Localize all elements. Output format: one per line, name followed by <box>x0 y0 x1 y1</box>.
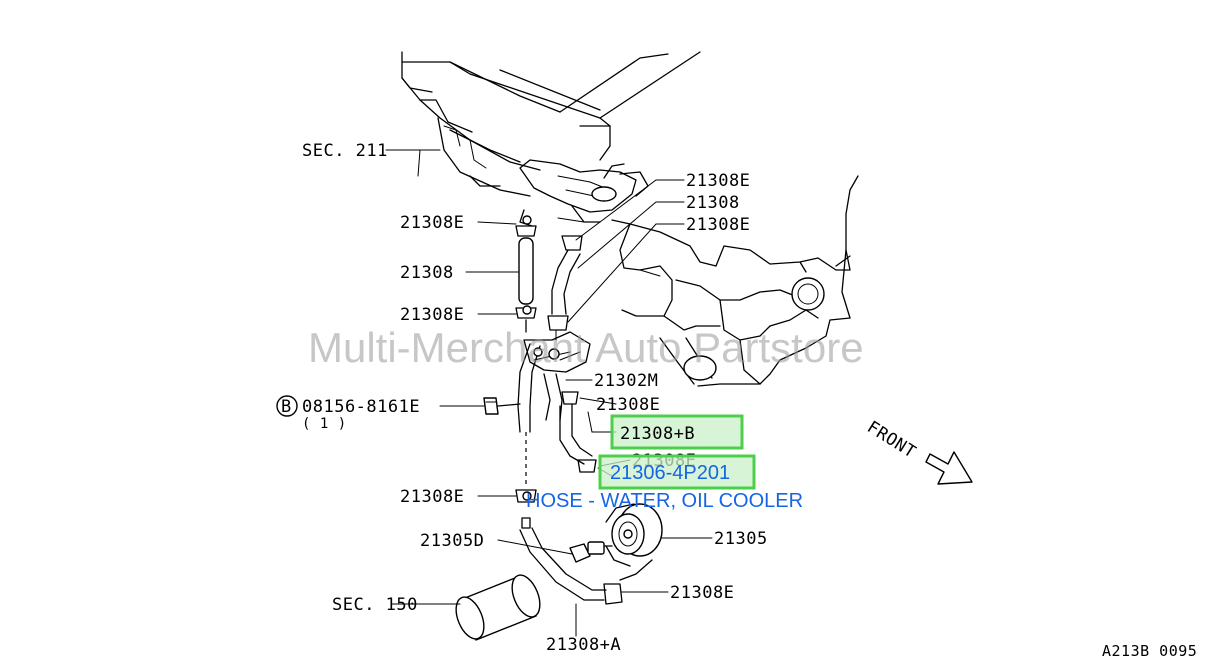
label-21308e-top-left[interactable]: 21308E <box>400 213 464 233</box>
watermark: Multi-Merchant Auto Partstore <box>308 324 864 371</box>
bolt-symbol: B ( 1 ) <box>276 395 347 432</box>
connector-21305d <box>569 541 613 563</box>
label-21305d[interactable]: 21305D <box>420 531 484 551</box>
label-21308e-bottom-right[interactable]: 21308E <box>670 583 734 603</box>
label-bolt[interactable]: 08156-8161E <box>302 397 420 417</box>
label-21308e-right-2[interactable]: 21308E <box>686 215 750 235</box>
part-labels: SEC. 211 21308E 21308 21308E 08156-8161E… <box>302 141 768 655</box>
hose-upper-right <box>547 235 583 341</box>
bolt-part <box>483 397 521 415</box>
front-arrow: FRONT <box>863 417 973 485</box>
highlight-description: HOSE - WATER, OIL COOLER <box>526 490 803 512</box>
coolant-bracket <box>517 331 591 433</box>
oil-cooler <box>605 503 663 567</box>
label-21308e-low-left[interactable]: 21308E <box>400 487 464 507</box>
label-21308e-top-right[interactable]: 21308E <box>686 171 750 191</box>
front-label: FRONT <box>863 417 919 462</box>
figure-code: A213B 0095 <box>1102 642 1197 660</box>
highlight-box-21306-4p201[interactable] <box>598 454 756 490</box>
label-21308e-right-3[interactable]: 21308E <box>596 395 660 415</box>
highlight-21308-b[interactable]: 21308+B <box>610 414 744 450</box>
engine-block-outline <box>401 51 701 197</box>
bolt-symbol-letter: B <box>281 397 292 417</box>
label-21308-hose-left[interactable]: 21308 <box>400 263 454 283</box>
bolt-quantity: ( 1 ) <box>302 416 347 432</box>
hose-upper-left <box>515 215 537 333</box>
hose-21308-a <box>515 489 653 605</box>
label-sec-150[interactable]: SEC. 150 <box>332 595 418 615</box>
label-21308e-mid-left[interactable]: 21308E <box>400 305 464 325</box>
label-sec-211[interactable]: SEC. 211 <box>302 141 388 161</box>
label-21305[interactable]: 21305 <box>714 529 768 549</box>
label-21302m[interactable]: 21302M <box>594 371 658 391</box>
highlight-part-number[interactable]: 21306-4P201 <box>610 462 730 484</box>
label-21308-hose-right[interactable]: 21308 <box>686 193 740 213</box>
highlight-label-21308-b[interactable]: 21308+B <box>620 424 695 444</box>
oil-filter <box>455 574 541 641</box>
label-21308-a[interactable]: 21308+A <box>546 635 621 655</box>
water-outlet-housing <box>519 159 649 227</box>
highlight-box-21308-b[interactable] <box>610 414 744 450</box>
highlight-21306-4p201[interactable]: 21306-4P201 <box>598 454 756 490</box>
leader-lines <box>385 149 713 637</box>
engine-block-right <box>611 175 859 387</box>
